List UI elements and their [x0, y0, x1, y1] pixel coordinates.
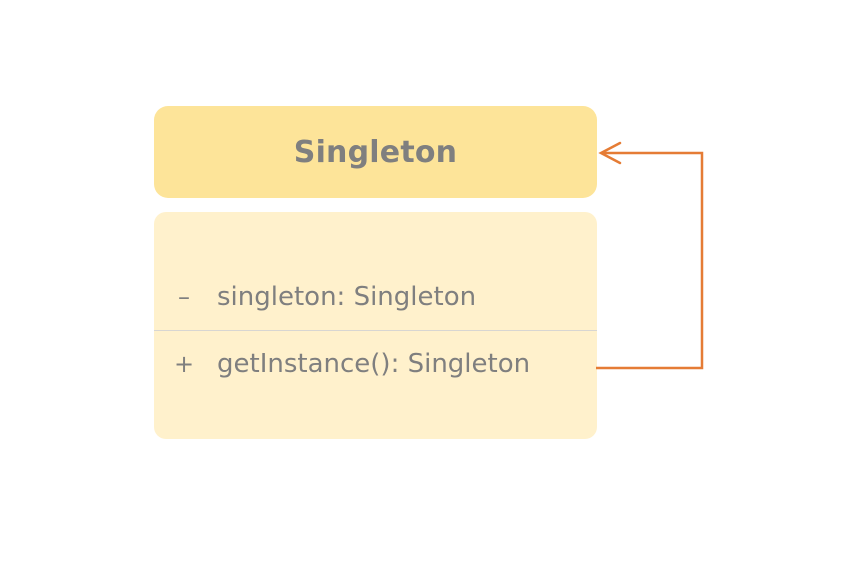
operation-text: getInstance(): Singleton	[217, 349, 531, 379]
attribute-row: – singleton: Singleton	[154, 277, 597, 317]
class-name: Singleton	[293, 134, 458, 170]
private-visibility-marker: –	[178, 283, 190, 311]
class-header: Singleton	[154, 106, 597, 198]
attribute-text: singleton: Singleton	[217, 282, 477, 312]
compartment-divider	[154, 330, 597, 331]
class-body: – singleton: Singleton + getInstance(): …	[154, 212, 597, 439]
public-visibility-marker: +	[173, 350, 195, 378]
operation-row: + getInstance(): Singleton	[154, 344, 597, 384]
connector-line	[596, 151, 704, 370]
open-arrowhead-icon	[598, 141, 622, 165]
